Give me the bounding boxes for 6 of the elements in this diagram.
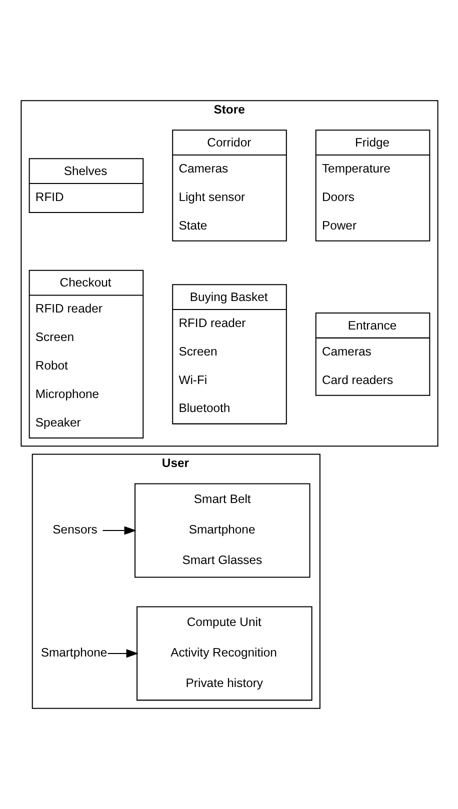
node-box: Compute Unit Activity Recognition Private history	[136, 606, 312, 701]
node-text: Smartphone	[40, 646, 107, 660]
node-text: Sensors	[52, 522, 97, 537]
node-box: Smart Belt Smartphone Smart Glasses	[134, 483, 310, 578]
arrow	[107, 649, 138, 658]
arrow	[102, 526, 136, 535]
